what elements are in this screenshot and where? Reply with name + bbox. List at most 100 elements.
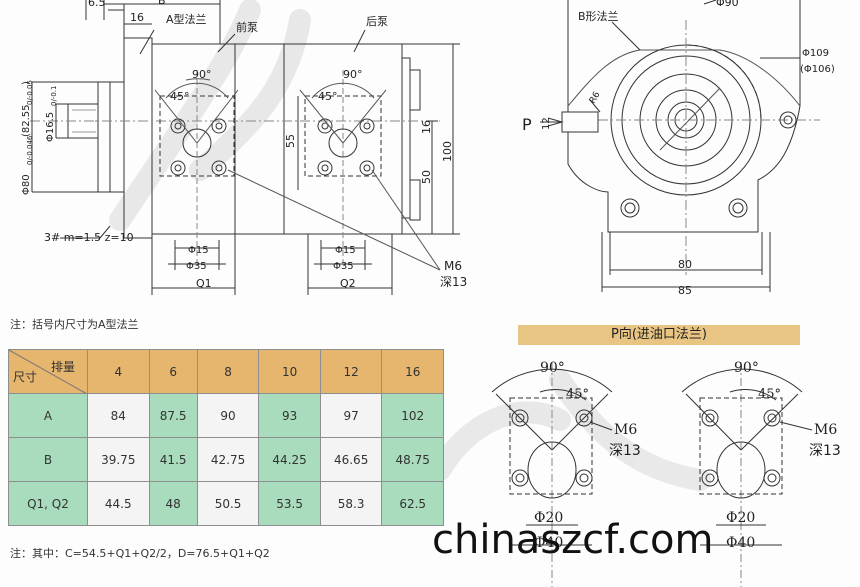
row-label: A xyxy=(8,393,88,438)
dia-80: Φ80 xyxy=(21,174,32,195)
table-cell: 39.75 xyxy=(87,437,150,482)
dim-16-right: 16 xyxy=(420,120,433,134)
port-flange-title: P向(进油口法兰) xyxy=(518,325,800,345)
dim-50: 50 xyxy=(420,170,433,184)
table-cell: 42.75 xyxy=(196,437,260,482)
rear-port-pattern xyxy=(299,70,387,262)
col-header: 12 xyxy=(319,349,383,394)
dia-82-close: ) xyxy=(21,81,32,85)
dim-16-top: 16 xyxy=(130,11,144,24)
port-right-depth13: 深13 xyxy=(809,443,841,459)
port-left-m6: M6 xyxy=(614,422,637,438)
table-cell: 53.5 xyxy=(258,481,321,526)
table-cell: 90 xyxy=(196,393,260,438)
gear-spec: 3# m=1.5 z=10 xyxy=(44,231,134,244)
port-right-phi20: Φ20 xyxy=(726,510,755,526)
note-formula: 注：其中：C=54.5+Q1+Q2/2，D=76.5+Q1+Q2 xyxy=(10,547,270,560)
dia-16: Φ16.5 xyxy=(45,112,56,142)
label-phi109: Φ109 xyxy=(802,48,829,59)
corner-diagonal xyxy=(9,350,87,394)
port-right-angle-45: 45° xyxy=(758,387,781,402)
port-left-depth13: 深13 xyxy=(609,443,641,459)
label-dim-85: 85 xyxy=(678,284,692,297)
table-cell: 50.5 xyxy=(196,481,260,526)
label-phi90: Φ90 xyxy=(716,0,739,9)
dim-b: B xyxy=(158,0,166,7)
spec-table: 排量 尺寸 4 6 8 10 12 16 A 84 87.5 90 93 97 … xyxy=(8,349,444,526)
dia-82-tol: 0/-0.05 xyxy=(26,80,34,105)
table-cell: 48 xyxy=(148,481,198,526)
label-a-flange: A型法兰 xyxy=(166,12,207,26)
port-right-phi40: Φ40 xyxy=(726,535,755,551)
table-cell: 44.25 xyxy=(258,437,321,482)
port-left-angle-45: 45° xyxy=(566,387,589,402)
flange-b-front-view xyxy=(540,0,820,292)
table-row: A 84 87.5 90 93 97 102 xyxy=(8,393,444,438)
front-phi15: Φ15 xyxy=(188,245,209,256)
table-row: B 39.75 41.5 42.75 44.25 46.65 48.75 xyxy=(8,437,444,482)
col-header: 8 xyxy=(196,349,260,394)
front-angle-45: 45° xyxy=(170,90,190,103)
rear-phi15: Φ15 xyxy=(335,245,356,256)
port-flange-labels: 90° 45° M6 深13 Φ20 Φ40 90° 45° M6 深13 Φ2… xyxy=(534,360,841,551)
label-q2: Q2 xyxy=(340,277,356,290)
label-p: P xyxy=(522,115,532,134)
table-cell: 102 xyxy=(381,393,444,438)
front-phi35: Φ35 xyxy=(186,261,207,272)
port-left-angle-90: 90° xyxy=(540,360,565,376)
label-phi106: (Φ106) xyxy=(800,64,835,75)
table-cell: 62.5 xyxy=(381,481,444,526)
dim-6-5: 6.5 xyxy=(88,0,106,9)
dia-80-tol: 0/-0.046 xyxy=(26,135,34,165)
table-cell: 48.75 xyxy=(381,437,444,482)
table-cell: 97 xyxy=(319,393,383,438)
dia-16-tol: 0/-0.1 xyxy=(50,86,58,106)
port-flange-right xyxy=(681,362,813,587)
front-angle-90: 90° xyxy=(192,68,212,81)
front-port-pattern xyxy=(154,70,239,262)
port-right-m6: M6 xyxy=(814,422,837,438)
port-flange-left xyxy=(491,362,613,587)
background-watermark-strokes xyxy=(109,0,711,491)
header-displacement: 排量 xyxy=(50,360,75,374)
flange-b-labels: B形法兰 Φ90 Φ109 (Φ106) R6 P 12 80 85 xyxy=(522,0,835,297)
label-dim-12: 12 xyxy=(541,117,552,130)
rear-angle-90: 90° xyxy=(343,68,363,81)
label-m6: M6 xyxy=(444,259,462,273)
label-dim-80: 80 xyxy=(678,258,692,271)
col-header: 16 xyxy=(381,349,444,394)
label-depth13: 深13 xyxy=(440,275,467,289)
table-cell: 84 xyxy=(87,393,150,438)
table-cell: 46.65 xyxy=(319,437,383,482)
header-size: 尺寸 xyxy=(13,370,38,384)
site-watermark: chinaszcf.com xyxy=(432,517,714,563)
row-label: Q1, Q2 xyxy=(8,481,88,526)
label-front-pump: 前泵 xyxy=(236,20,258,34)
table-cell: 87.5 xyxy=(148,393,198,438)
label-q1: Q1 xyxy=(196,277,212,290)
dim-100: 100 xyxy=(441,141,454,162)
port-left-phi20: Φ20 xyxy=(534,510,563,526)
port-right-angle-90: 90° xyxy=(734,360,759,376)
table-corner-cell: 排量 尺寸 xyxy=(8,349,88,394)
rear-angle-45: 45° xyxy=(318,90,338,103)
pump-labels: 6.5 B 16 A型法兰 前泵 后泵 90° 45° 90° 45° Φ80 … xyxy=(21,0,467,290)
col-header: 4 xyxy=(87,349,150,394)
table-row: Q1, Q2 44.5 48 50.5 53.5 58.3 62.5 xyxy=(8,481,444,526)
table-cell: 41.5 xyxy=(148,437,198,482)
label-rear-pump: 后泵 xyxy=(366,15,388,28)
pump-side-view xyxy=(30,0,460,295)
table-cell: 93 xyxy=(258,393,321,438)
row-label: B xyxy=(8,437,88,482)
col-header: 6 xyxy=(148,349,198,394)
col-header: 10 xyxy=(258,349,321,394)
label-b-flange: B形法兰 xyxy=(578,9,619,23)
label-r6: R6 xyxy=(588,90,603,106)
port-left-phi40: Φ40 xyxy=(534,535,563,551)
table-header-row: 排量 尺寸 4 6 8 10 12 16 xyxy=(8,349,444,394)
rear-phi35: Φ35 xyxy=(333,261,354,272)
dim-55: 55 xyxy=(284,134,297,148)
dia-82: (82.55 xyxy=(21,104,32,137)
note-a-flange: 注：括号内尺寸为A型法兰 xyxy=(10,318,139,331)
